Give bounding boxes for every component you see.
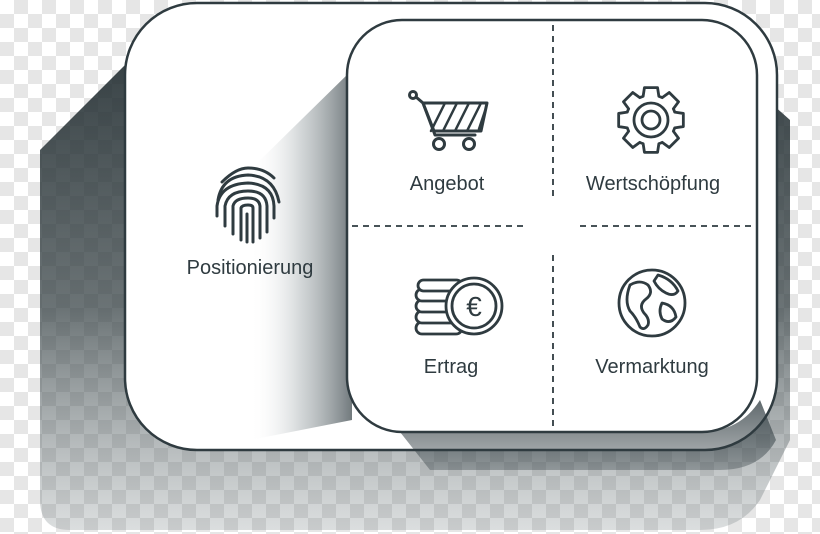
shopping-cart-icon bbox=[408, 90, 489, 151]
gear-icon bbox=[617, 86, 685, 154]
cell-label-angebot: Angebot bbox=[409, 173, 485, 195]
cell-label-wertschoepfung: Wertschöpfung bbox=[585, 173, 721, 195]
outer-label-positionierung: Positionierung bbox=[186, 257, 314, 279]
inner-card-shadow bbox=[250, 70, 352, 440]
globe-icon bbox=[617, 268, 687, 338]
euro-sign-glyph: € bbox=[466, 291, 482, 322]
inner-card-bottom-shadow bbox=[400, 400, 776, 470]
cell-label-ertrag: Ertrag bbox=[423, 356, 479, 378]
fingerprint-icon bbox=[215, 166, 281, 244]
cell-label-vermarktung: Vermarktung bbox=[595, 356, 709, 378]
euro-coins-icon: € bbox=[414, 276, 504, 336]
